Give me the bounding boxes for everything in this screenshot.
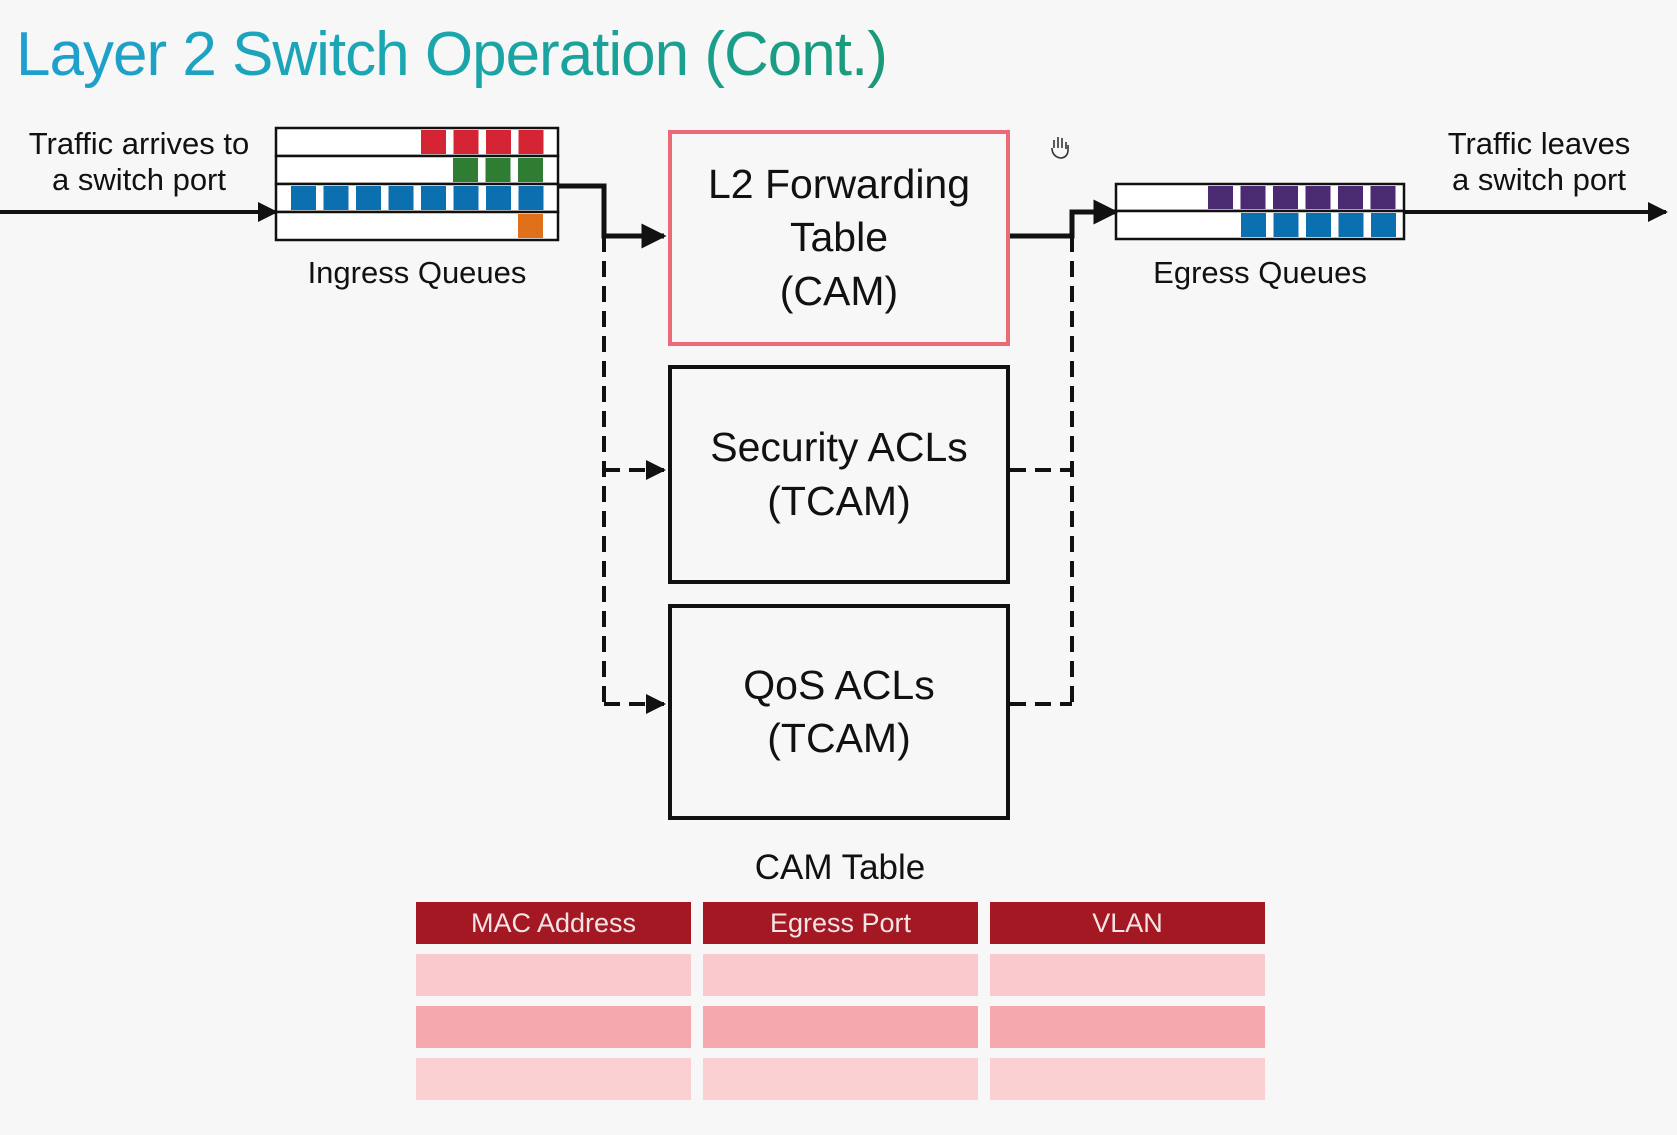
cam-cell <box>703 954 978 996</box>
purple-frame <box>1273 186 1298 209</box>
green-frame <box>485 158 511 182</box>
blue-frame <box>1273 213 1299 237</box>
purple-frame <box>1338 186 1363 209</box>
cam-table: MAC Address Egress Port VLAN <box>416 902 1265 1110</box>
cam-cell <box>703 1058 978 1100</box>
cam-header-egress-port: Egress Port <box>703 902 978 944</box>
cam-cell <box>990 954 1265 996</box>
blue-frame <box>1241 213 1266 237</box>
blue-frame <box>518 186 544 210</box>
cam-cell <box>703 1006 978 1048</box>
red-frame <box>453 130 479 154</box>
purple-frame <box>1240 186 1266 209</box>
purple-frame <box>1370 186 1396 209</box>
green-frame <box>453 158 478 182</box>
blue-frame <box>1371 213 1396 237</box>
cam-cell <box>990 1058 1265 1100</box>
cam-table-row <box>416 954 1265 996</box>
qos-acls-box: QoS ACLs (TCAM) <box>668 604 1010 820</box>
cam-table-row <box>416 1006 1265 1048</box>
blue-frame <box>388 186 414 210</box>
security-acls-box: Security ACLs (TCAM) <box>668 365 1010 584</box>
green-frame <box>518 158 543 182</box>
traffic-arrives-label: Traffic arrives to a switch port <box>28 126 250 197</box>
cam-table-row <box>416 1058 1265 1100</box>
to-cam-path <box>558 183 667 249</box>
cam-header-vlan: VLAN <box>990 902 1265 944</box>
cam-table-header-row: MAC Address Egress Port VLAN <box>416 902 1265 944</box>
blue-frame <box>356 186 381 210</box>
ingress-queues-label: Ingress Queues <box>307 255 527 290</box>
cam-cell <box>416 1006 691 1048</box>
cam-to-egress-path <box>1010 199 1119 239</box>
egress-queues <box>1114 182 1406 241</box>
traffic-leaves-label: Traffic leaves a switch port <box>1447 126 1631 197</box>
red-frame <box>421 130 446 154</box>
blue-frame <box>1338 213 1364 237</box>
red-frame <box>486 130 511 154</box>
slide-title: Layer 2 Switch Operation (Cont.) <box>16 18 888 92</box>
l2-forwarding-table-box: L2 Forwarding Table (CAM) <box>668 130 1010 346</box>
cam-header-mac-address: MAC Address <box>416 902 691 944</box>
egress-queues-label: Egress Queues <box>1153 255 1367 290</box>
cam-table-title: CAM Table <box>754 848 926 887</box>
blue-frame <box>291 186 316 210</box>
orange-frame <box>518 214 543 238</box>
hand-cursor-icon <box>1051 137 1069 159</box>
ingress-queues <box>274 126 560 242</box>
purple-frame <box>1305 186 1331 209</box>
cam-cell <box>416 954 691 996</box>
blue-frame <box>486 186 511 210</box>
cam-cell <box>416 1058 691 1100</box>
blue-frame <box>1306 213 1331 237</box>
blue-frame <box>453 186 479 210</box>
blue-frame <box>421 186 446 210</box>
red-frame <box>518 130 544 154</box>
cam-cell <box>990 1006 1265 1048</box>
purple-frame <box>1208 186 1233 209</box>
blue-frame <box>323 186 349 210</box>
